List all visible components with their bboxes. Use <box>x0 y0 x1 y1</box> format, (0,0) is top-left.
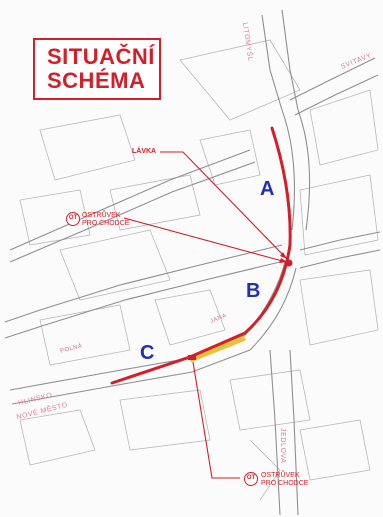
map-title: SITUAČNÍ SCHÉMA <box>33 38 161 100</box>
island-bottom-line-2: PRO CHODCE <box>261 480 309 487</box>
street-label-ledlova: JEDLOVA <box>279 428 286 464</box>
section-label-a: A <box>260 178 275 200</box>
island-marker-bottom <box>188 355 196 360</box>
leader-lines <box>123 151 287 479</box>
lavka-arrow-icon <box>280 252 287 259</box>
section-label-c: C <box>140 342 155 364</box>
background-streets <box>19 39 379 501</box>
island-top-line-1: OSTRŮVEK <box>82 212 121 219</box>
island-top-badge: OT <box>66 212 80 226</box>
section-label-b: B <box>246 280 261 302</box>
island-bottom-badge: OT <box>244 472 258 486</box>
title-line-1: SITUAČNÍ <box>47 44 155 69</box>
route-line <box>110 126 292 385</box>
title-line-2: SCHÉMA <box>47 68 146 93</box>
main-roads <box>4 9 381 516</box>
island-top-arrow-icon <box>279 258 287 263</box>
island-bottom-line-1: OSTRŮVEK <box>261 472 300 479</box>
island-top-label: OSTRŮVEK PRO CHODCE <box>82 212 129 228</box>
island-top-line-2: PRO CHODCE <box>82 220 130 227</box>
lavka-label: LÁVKA <box>132 148 157 155</box>
highlight-segment <box>189 335 246 363</box>
island-bottom-label: OSTRŮVEK PRO CHODCE <box>261 472 308 488</box>
island-marker-top <box>285 259 293 267</box>
